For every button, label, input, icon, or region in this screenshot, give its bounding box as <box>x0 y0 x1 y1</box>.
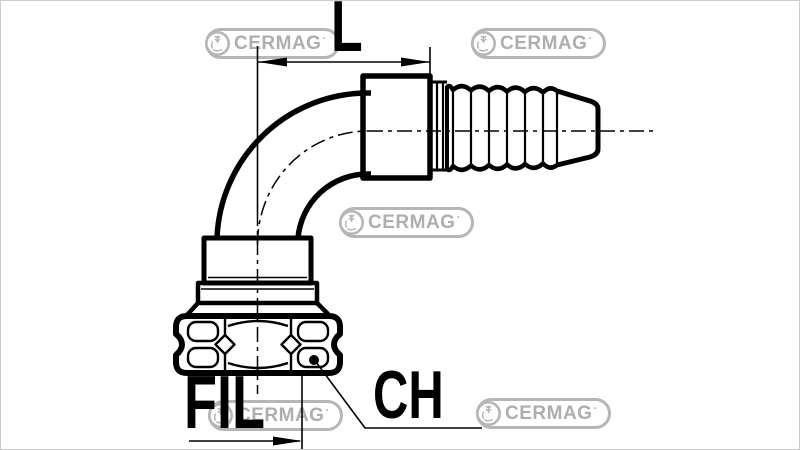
watermark-registered-dot: · <box>593 403 598 415</box>
cermag-emblem-icon <box>471 31 496 56</box>
barb-tip-cone <box>556 88 601 168</box>
watermark-registered-dot: · <box>322 33 327 45</box>
arrow-right <box>401 57 430 67</box>
cermag-watermark-center: CERMAG· <box>339 207 474 238</box>
watermark-brand-text: CERMAG <box>500 33 588 54</box>
watermark-registered-dot: · <box>325 405 330 417</box>
hose-barb <box>445 83 601 173</box>
cermag-watermark-top-right: CERMAG· <box>471 28 606 59</box>
elbow-tube <box>214 90 371 239</box>
socket-collar <box>360 73 447 181</box>
watermark-registered-dot: · <box>456 212 461 224</box>
cermag-emblem-icon <box>208 403 233 428</box>
nut-flat-facets <box>186 320 330 369</box>
swivel-nut <box>173 313 343 376</box>
watermark-brand-text: CERMAG <box>234 33 322 54</box>
nut-chamfer-arcs <box>227 319 289 370</box>
arrow-fil <box>273 436 302 446</box>
label-length-L: L <box>331 0 363 67</box>
cermag-watermark-top-left: CERMAG· <box>205 28 340 59</box>
cermag-emblem-icon <box>339 210 364 235</box>
cermag-watermark-bottom-right: CERMAG· <box>476 398 611 429</box>
label-hex-CH: CH <box>373 357 444 433</box>
nut-corner-diamonds <box>214 333 302 356</box>
ch-leader-line <box>315 361 482 429</box>
arrowheads <box>258 57 430 446</box>
watermark-registered-dot: · <box>588 33 593 45</box>
watermark-brand-text: CERMAG <box>368 212 456 233</box>
cermag-emblem-icon <box>476 401 501 426</box>
label-thread-FIL: FIL <box>184 360 265 444</box>
leader-dot <box>309 355 319 365</box>
watermark-brand-text: CERMAG <box>505 403 593 424</box>
cermag-emblem-icon <box>205 31 230 56</box>
arrow-left <box>258 57 287 67</box>
barb-ribs <box>451 91 545 165</box>
